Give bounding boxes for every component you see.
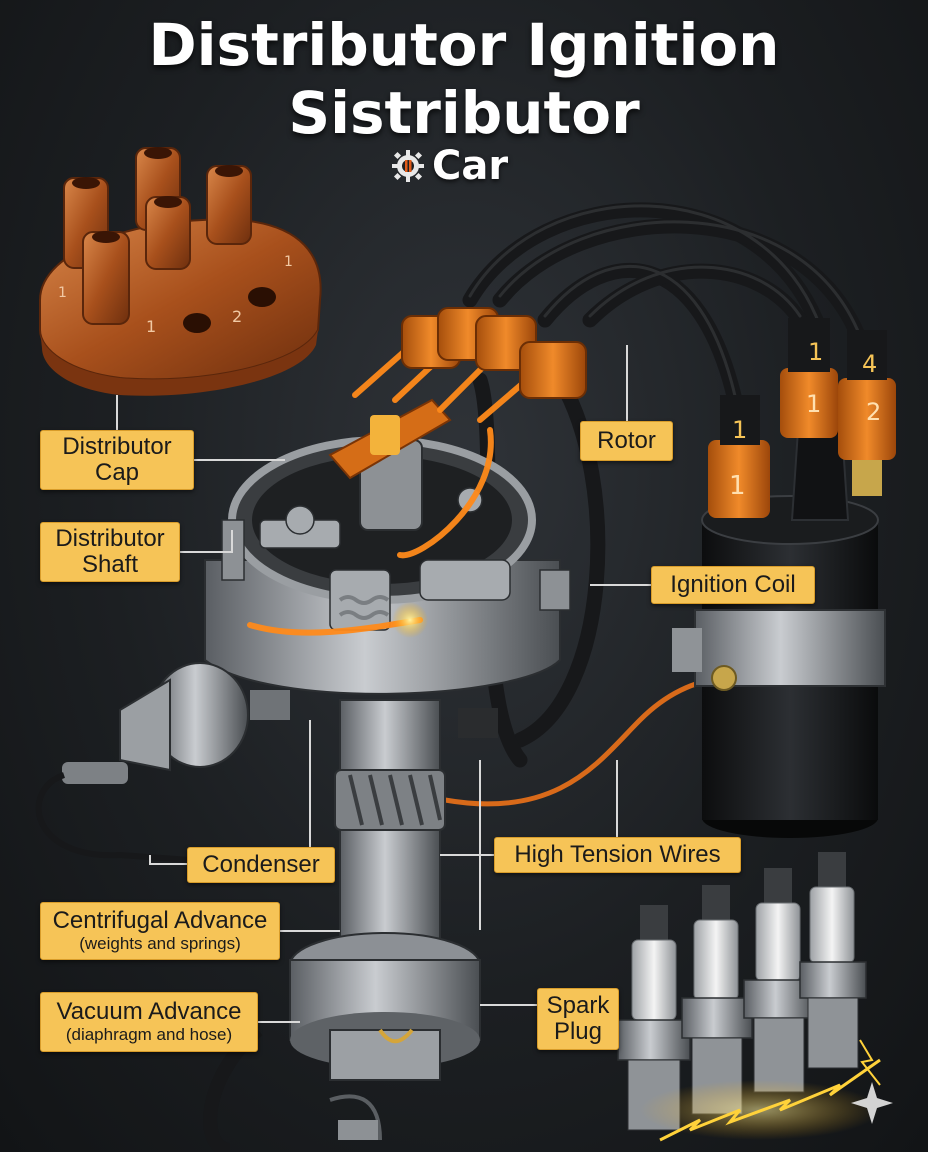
sparkle-icon bbox=[851, 1082, 893, 1124]
label-rotor: Rotor bbox=[580, 421, 673, 461]
label-ignition-coil-text: Ignition Coil bbox=[670, 571, 796, 598]
label-distributor-cap-line2: Cap bbox=[94, 459, 140, 486]
cap-number-3: 2 bbox=[232, 307, 242, 326]
label-spark-plug-line1: Spark bbox=[546, 992, 610, 1019]
label-high-tension-wires: High Tension Wires bbox=[494, 837, 741, 873]
distributor-cap: 1 1 2 1 bbox=[39, 147, 322, 396]
label-spark-plug: Spark Plug bbox=[537, 988, 619, 1050]
label-distributor-shaft-line2: Shaft bbox=[81, 551, 139, 578]
distributor-body bbox=[204, 307, 587, 1081]
title-line-2: Sistributor bbox=[288, 79, 640, 147]
orange-coil-wire bbox=[444, 675, 726, 807]
label-distributor-cap: Distributor Cap bbox=[40, 430, 194, 490]
vacuum-advance-canister bbox=[35, 662, 382, 1152]
label-distributor-shaft: Distributor Shaft bbox=[40, 522, 180, 582]
label-centrifugal-advance-line2: (weights and springs) bbox=[79, 934, 241, 953]
label-vacuum-advance: Vacuum Advance (diaphragm and hose) bbox=[40, 992, 258, 1052]
label-rotor-text: Rotor bbox=[597, 427, 656, 454]
cap-number-2: 1 bbox=[146, 317, 156, 336]
coil-number-1: 1 bbox=[729, 471, 746, 501]
label-condenser: Condenser bbox=[187, 847, 335, 883]
label-centrifugal-advance-line1: Centrifugal Advance bbox=[52, 907, 268, 934]
coil-number-2: 1 bbox=[732, 416, 747, 444]
label-distributor-shaft-line1: Distributor bbox=[55, 525, 165, 552]
gear-icon bbox=[392, 150, 424, 182]
coil-number-5: 2 bbox=[866, 398, 881, 426]
spark-plugs bbox=[617, 852, 893, 1142]
label-distributor-cap-line1: Distributor bbox=[62, 433, 172, 460]
label-spark-plug-line2: Plug bbox=[553, 1018, 603, 1045]
cap-number-1: 1 bbox=[58, 285, 67, 301]
leader-lines bbox=[116, 345, 651, 1023]
title-line-1: Distributor Ignition bbox=[148, 11, 780, 79]
coil-number-3: 1 bbox=[806, 390, 821, 418]
coil-number-4: 4 bbox=[862, 350, 877, 378]
rotor bbox=[328, 398, 452, 531]
label-vacuum-advance-line1: Vacuum Advance bbox=[56, 998, 242, 1025]
coil-number-6: 1 bbox=[808, 338, 823, 366]
label-ignition-coil: Ignition Coil bbox=[651, 566, 815, 604]
label-vacuum-advance-line2: (diaphragm and hose) bbox=[65, 1025, 233, 1044]
brand-text: Car bbox=[432, 143, 509, 189]
label-high-tension-wires-text: High Tension Wires bbox=[514, 841, 721, 868]
label-condenser-text: Condenser bbox=[202, 851, 320, 878]
cap-number-4: 1 bbox=[284, 254, 293, 270]
spark-effects bbox=[640, 1039, 881, 1142]
brand-logo: Car bbox=[390, 140, 508, 192]
label-centrifugal-advance: Centrifugal Advance (weights and springs… bbox=[40, 902, 280, 960]
